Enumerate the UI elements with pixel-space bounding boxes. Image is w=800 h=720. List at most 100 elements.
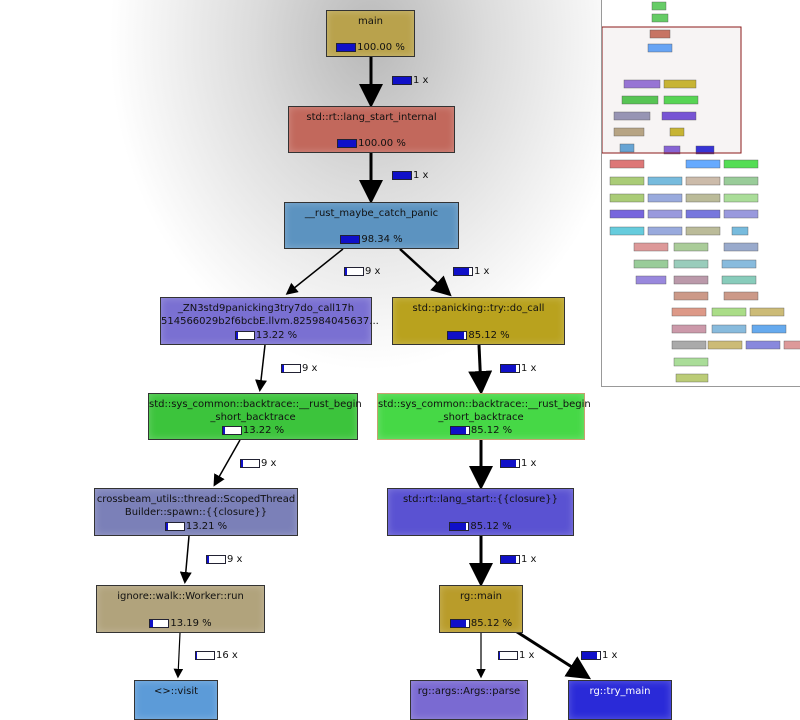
node-name: rg::main: [459, 591, 502, 602]
call-graph-node-cb[interactable]: crossbeam_utils::thread::ScopedThread Bu…: [94, 488, 298, 536]
node-cost: 85.12 %: [440, 618, 522, 629]
node-name: _ZN3std9panicking3try7do_call17h 5145660…: [161, 303, 379, 327]
call-count-label[interactable]: 1 x: [500, 363, 536, 374]
call-bar: [498, 651, 518, 660]
overview-node: [673, 291, 709, 301]
overview-node: [613, 111, 651, 121]
call-bar: [500, 459, 520, 468]
call-count-label[interactable]: 1 x: [453, 266, 489, 277]
call-bar: [195, 651, 215, 660]
overview-node: [731, 226, 749, 236]
call-count-label[interactable]: 9 x: [281, 363, 317, 374]
overview-node: [619, 143, 635, 153]
node-name: rg::try_main: [589, 686, 651, 697]
cost-value: 85.12 %: [470, 425, 513, 436]
node-cost: 13.21 %: [95, 521, 297, 532]
overview-node: [651, 1, 667, 11]
call-count-label[interactable]: 9 x: [206, 554, 242, 565]
call-graph-node-zn3[interactable]: _ZN3std9panicking3try7do_call17h 5145660…: [160, 297, 379, 345]
node-name: ignore::walk::Worker::run: [117, 591, 244, 602]
call-count: 9 x: [227, 554, 243, 565]
call-count-label[interactable]: 1 x: [498, 650, 534, 661]
overview-node: [663, 79, 697, 89]
call-count: 1 x: [474, 266, 490, 277]
call-count-label[interactable]: 9 x: [344, 266, 380, 277]
cost-bar: [337, 139, 358, 148]
overview-node: [609, 159, 645, 169]
call-graph-node-sbL[interactable]: std::sys_common::backtrace::__rust_begin…: [148, 393, 362, 440]
overview-node: [669, 127, 685, 137]
overview-node: [783, 340, 800, 350]
overview-node: [621, 95, 659, 105]
overview-node: [723, 291, 759, 301]
node-cost: 100.00 %: [289, 138, 454, 149]
node-cost: 85.12 %: [388, 521, 573, 532]
call-bar: [392, 76, 412, 85]
node-cost: 13.19 %: [97, 618, 264, 629]
overview-node: [647, 43, 673, 53]
call-bar: [500, 364, 520, 373]
overview-node: [661, 111, 697, 121]
cost-value: 85.12 %: [470, 521, 512, 532]
overview-node: [671, 307, 707, 317]
call-graph-node-sbR[interactable]: std::sys_common::backtrace::__rust_begin…: [377, 393, 591, 440]
call-count-label[interactable]: 9 x: [240, 458, 276, 469]
call-count: 1 x: [521, 363, 537, 374]
overview-node: [673, 357, 709, 367]
node-cost: 13.22 %: [161, 330, 371, 341]
overview-node: [707, 340, 743, 350]
overview-node: [623, 79, 661, 89]
overview-node: [685, 209, 721, 219]
node-name: std::rt::lang_start_internal: [306, 112, 437, 123]
overview-node: [671, 340, 707, 350]
node-name: <>::visit: [153, 686, 199, 697]
call-count-label[interactable]: 16 x: [195, 650, 238, 661]
call-count: 1 x: [413, 75, 429, 86]
call-count-label[interactable]: 1 x: [581, 650, 617, 661]
call-count-label[interactable]: 1 x: [392, 75, 428, 86]
call-graph-node-visit[interactable]: <>::visit: [134, 680, 218, 720]
call-bar: [240, 459, 260, 468]
cost-bar: [336, 43, 357, 52]
call-bar: [453, 267, 473, 276]
overview-node: [609, 176, 645, 186]
call-bar: [581, 651, 601, 660]
overview-node: [663, 145, 681, 155]
overview-node: [685, 193, 721, 203]
cost-bar: [449, 426, 470, 435]
node-cost: 85.12 %: [393, 330, 564, 341]
node-cost: 98.34 %: [285, 234, 458, 245]
overview-node: [675, 373, 709, 383]
node-name: crossbeam_utils::thread::ScopedThread Bu…: [96, 494, 296, 518]
call-graph-node-parse[interactable]: rg::args::Args::parse: [410, 680, 528, 720]
call-count: 9 x: [302, 363, 318, 374]
call-graph-node-lsc[interactable]: std::rt::lang_start::{{closure}}85.12 %: [387, 488, 574, 536]
call-count-label[interactable]: 1 x: [500, 458, 536, 469]
node-cost: 13.22 %: [149, 425, 357, 436]
call-graph-node-trymain[interactable]: rg::try_main: [568, 680, 672, 720]
cost-bar: [149, 619, 170, 628]
overview-node: [711, 324, 747, 334]
call-count-label[interactable]: 1 x: [392, 170, 428, 181]
overview-node: [723, 159, 759, 169]
node-name: std::panicking::try::do_call: [412, 303, 545, 314]
call-count: 1 x: [413, 170, 429, 181]
overview-node: [685, 159, 721, 169]
overview-node: [647, 193, 683, 203]
node-cost: 100.00 %: [327, 42, 414, 53]
overview-node: [613, 127, 645, 137]
overview-node: [673, 242, 709, 252]
overview-node: [723, 209, 759, 219]
overview-node: [685, 176, 721, 186]
call-count-label[interactable]: 1 x: [500, 554, 536, 565]
overview-node: [751, 324, 787, 334]
call-graph-overview[interactable]: [601, 0, 800, 387]
node-cost: 85.12 %: [378, 425, 584, 436]
